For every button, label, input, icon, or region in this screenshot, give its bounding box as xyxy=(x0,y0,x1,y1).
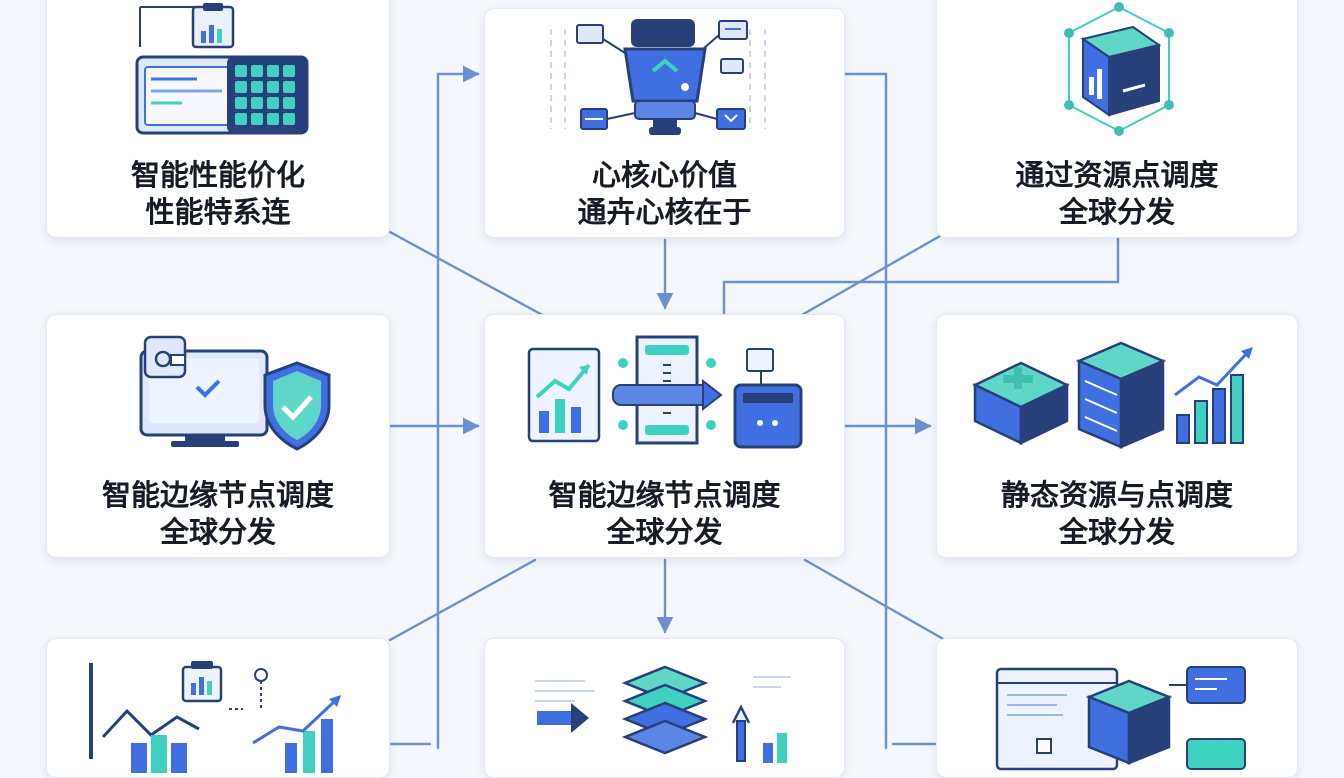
card-label-line2: 全球分发 xyxy=(1058,195,1175,229)
card-label-line1: 智能边缘节点调度 xyxy=(101,478,334,512)
card-label-line2: 全球分发 xyxy=(159,515,276,549)
card-label-line2: 性能特系连 xyxy=(145,195,291,229)
card-label: 智能边缘节点调度 全球分发 xyxy=(47,477,389,551)
card-label-line1: 智能边缘节点调度 xyxy=(548,478,781,512)
card-label: 静态资源与点调度 全球分发 xyxy=(937,477,1297,551)
card-label-line1: 静态资源与点调度 xyxy=(1000,478,1233,512)
connector-topright-elbow xyxy=(722,236,1120,318)
robot-chat-icon xyxy=(550,19,766,135)
card-label-line2: 通卉心核在于 xyxy=(577,195,752,229)
card-label: 通过资源点调度 全球分发 xyxy=(937,157,1297,231)
card-top-right[interactable]: 通过资源点调度 全球分发 xyxy=(936,0,1298,238)
card-label-line2: 全球分发 xyxy=(606,515,723,549)
monitor-shield-icon xyxy=(139,335,331,451)
card-bottom-left[interactable] xyxy=(46,638,390,778)
card-top-left[interactable]: 智能性能价化 性能特系连 xyxy=(46,0,390,238)
connector-spine-right xyxy=(843,72,888,750)
connector-topleft-diagonal xyxy=(388,230,550,320)
dashboard-keypad-icon xyxy=(135,3,309,135)
analytics-chart-icon xyxy=(89,661,341,773)
card-label-line1: 智能性能价化 xyxy=(130,158,305,192)
data-pipeline-icon xyxy=(527,335,803,449)
network-cube-icon xyxy=(1064,2,1174,136)
card-label: 智能性能价化 性能特系连 xyxy=(47,157,389,231)
server-stack-growth-icon xyxy=(972,341,1253,449)
card-label-line1: 心核心价值 xyxy=(591,158,737,192)
card-mid-center[interactable]: 智能边缘节点调度 全球分发 xyxy=(484,314,845,558)
card-label: 心核心价值 通卉心核在于 xyxy=(485,157,844,231)
connector-bottomleft-diagonal xyxy=(388,558,537,642)
connector-layer xyxy=(388,65,1120,750)
connector-spine-left xyxy=(436,65,480,750)
connector-topright-diagonal xyxy=(798,234,942,318)
card-top-center[interactable]: 心核心价值 通卉心核在于 xyxy=(484,8,845,238)
layer-stack-icon xyxy=(535,665,791,763)
card-bottom-right[interactable] xyxy=(936,638,1298,778)
card-label-line1: 通过资源点调度 xyxy=(1015,158,1219,192)
server-dashboard-icon xyxy=(995,666,1246,771)
connector-bottomright-diagonal xyxy=(803,558,947,642)
card-label: 智能边缘节点调度 全球分发 xyxy=(485,477,844,551)
card-mid-right[interactable]: 静态资源与点调度 全球分发 xyxy=(936,314,1298,558)
card-mid-left[interactable]: 智能边缘节点调度 全球分发 xyxy=(46,314,390,558)
card-bottom-center[interactable] xyxy=(484,638,845,778)
card-label-line2: 全球分发 xyxy=(1058,515,1175,549)
